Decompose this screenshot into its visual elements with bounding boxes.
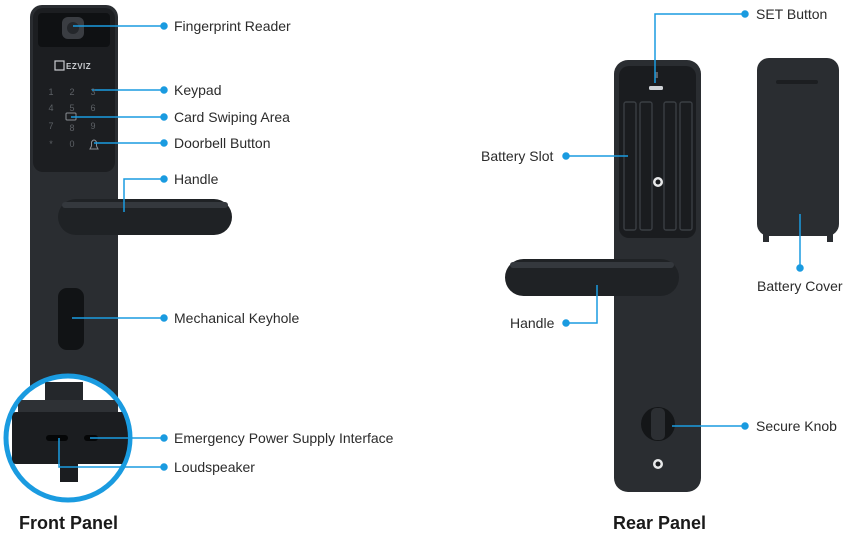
set-button-key: [649, 86, 663, 90]
label-keypad: Keypad: [174, 82, 222, 98]
label-mechanical-keyhole: Mechanical Keyhole: [174, 310, 300, 326]
key-4[interactable]: 4: [48, 103, 54, 113]
label-card-swiping-area: Card Swiping Area: [174, 109, 290, 125]
key-3[interactable]: 3: [90, 87, 96, 97]
key-6[interactable]: 6: [90, 103, 96, 113]
zoom-base: [12, 412, 128, 464]
rear-battery-bay: [619, 66, 696, 238]
front-panel-device: [3, 5, 232, 503]
front-callout-lines: [58, 22, 168, 471]
ezviz-logo-icon: [54, 60, 65, 71]
key-7[interactable]: 7: [48, 121, 54, 131]
key-1[interactable]: 1: [48, 87, 54, 97]
key-8[interactable]: 8: [69, 123, 75, 133]
label-doorbell-button: Doorbell Button: [174, 135, 271, 151]
mechanical-keyhole-cover: [58, 288, 84, 350]
label-battery-slot: Battery Slot: [481, 148, 554, 164]
battery-cover-tab-right: [827, 233, 833, 242]
key-9[interactable]: 9: [90, 121, 96, 131]
label-emergency-power: Emergency Power Supply Interface: [174, 430, 394, 446]
key-0[interactable]: 0: [69, 139, 75, 149]
battery-slots: [623, 101, 693, 231]
zoom-bottom-post: [60, 462, 78, 482]
label-set-button: SET Button: [756, 6, 828, 22]
set-button-led: [655, 72, 658, 78]
ezviz-logo-text: EZVIZ: [66, 62, 92, 71]
label-loudspeaker: Loudspeaker: [174, 459, 255, 475]
rear-panel-device: [505, 60, 701, 492]
key-5[interactable]: 5: [69, 103, 75, 113]
label-handle-rear: Handle: [510, 315, 555, 331]
key-2[interactable]: 2: [69, 87, 75, 97]
battery-cover-body: [757, 58, 839, 236]
front-touch-panel: [33, 8, 115, 172]
battery-cover-slot: [776, 80, 818, 84]
doorbell-icon: [89, 139, 99, 150]
rear-panel-title: Rear Panel: [613, 513, 707, 533]
emergency-power-port: [46, 435, 68, 441]
battery-cover-part: [757, 58, 839, 242]
secure-knob-grip: [651, 408, 665, 440]
label-handle-front: Handle: [174, 171, 219, 187]
battery-cover-tab-left: [763, 233, 769, 242]
rear-callout-lines: [562, 10, 804, 430]
front-handle-highlight: [62, 202, 228, 208]
label-battery-cover: Battery Cover: [757, 278, 843, 294]
key-star[interactable]: *: [49, 139, 53, 149]
label-secure-knob: Secure Knob: [756, 418, 837, 434]
fingerprint-sensor-center: [67, 22, 79, 34]
rear-handle: [505, 259, 679, 296]
front-panel-title: Front Panel: [19, 513, 119, 533]
rear-handle-highlight: [510, 262, 674, 268]
label-fingerprint-reader: Fingerprint Reader: [174, 18, 291, 34]
